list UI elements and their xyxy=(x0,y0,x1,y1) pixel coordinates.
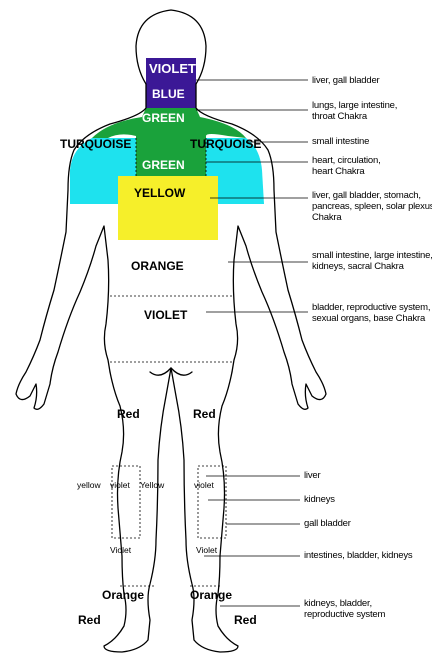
zone-label-turquoise-right: TURQUOISE xyxy=(190,138,261,150)
annotation-3: heart, circulation, heart Chakra xyxy=(312,155,381,177)
annotation-line: liver xyxy=(304,470,320,481)
annotation-line: sexual organs, base Chakra xyxy=(312,313,430,324)
zone-label-blue: BLUE xyxy=(152,88,185,100)
zone-label-orange: ORANGE xyxy=(131,260,184,272)
annotation-10: intestines, bladder, kidneys xyxy=(304,550,412,561)
annotation-line: liver, gall bladder, stomach, xyxy=(312,190,432,201)
zone-label-violet-left-leg: violet xyxy=(110,481,130,490)
zone-label-violet-head: VIOLET xyxy=(149,62,196,75)
annotation-line: small intestine, large intestine, xyxy=(312,250,432,261)
zone-label-green-lower: GREEN xyxy=(142,159,185,171)
annotation-line: throat Chakra xyxy=(312,111,397,122)
annotation-line: small intestine xyxy=(312,136,369,147)
annotation-0: liver, gall bladder xyxy=(312,75,380,86)
zone-label-yellow-right-leg: Yellow xyxy=(140,481,164,490)
zone-label-red-left-foot: Red xyxy=(78,614,101,626)
annotation-line: heart, circulation, xyxy=(312,155,381,166)
annotation-line: heart Chakra xyxy=(312,166,381,177)
zone-label-yellow-left-leg: yellow xyxy=(77,481,101,490)
annotation-11: kidneys, bladder, reproductive system xyxy=(304,598,385,620)
zone-label-red-right-foot: Red xyxy=(234,614,257,626)
zone-label-red-left: Red xyxy=(117,408,140,420)
annotation-1: lungs, large intestine, throat Chakra xyxy=(312,100,397,122)
annotation-line: bladder, reproductive system, xyxy=(312,302,430,313)
annotation-line: Chakra xyxy=(312,212,432,223)
zone-label-orange-left-ankle: Orange xyxy=(102,589,144,601)
zone-label-violet-right-calf: Violet xyxy=(196,546,217,555)
zone-label-red-right: Red xyxy=(193,408,216,420)
annotation-line: lungs, large intestine, xyxy=(312,100,397,111)
zone-label-orange-right-ankle: Orange xyxy=(190,589,232,601)
annotation-7: liver xyxy=(304,470,320,481)
zone-label-violet-right-leg: violet xyxy=(194,481,214,490)
zone-label-violet-pelvis: VIOLET xyxy=(144,309,187,321)
annotation-5: small intestine, large intestine, kidney… xyxy=(312,250,432,272)
annotation-line: reproductive system xyxy=(304,609,385,620)
annotation-line: pancreas, spleen, solar plexus xyxy=(312,201,432,212)
annotation-line: kidneys, bladder, xyxy=(304,598,385,609)
annotation-6: bladder, reproductive system, sexual org… xyxy=(312,302,430,324)
annotation-2: small intestine xyxy=(312,136,369,147)
zone-label-yellow: YELLOW xyxy=(134,187,185,199)
annotation-line: gall bladder xyxy=(304,518,351,529)
annotation-line: intestines, bladder, kidneys xyxy=(304,550,412,561)
annotation-line: kidneys xyxy=(304,494,335,505)
zone-label-green-top: GREEN xyxy=(142,112,185,124)
annotation-line: kidneys, sacral Chakra xyxy=(312,261,432,272)
annotation-9: gall bladder xyxy=(304,518,351,529)
annotation-line: liver, gall bladder xyxy=(312,75,380,86)
zone-label-turquoise-left: TURQUOISE xyxy=(60,138,131,150)
zone-label-violet-left-calf: Violet xyxy=(110,546,131,555)
annotation-4: liver, gall bladder, stomach, pancreas, … xyxy=(312,190,432,223)
annotation-8: kidneys xyxy=(304,494,335,505)
